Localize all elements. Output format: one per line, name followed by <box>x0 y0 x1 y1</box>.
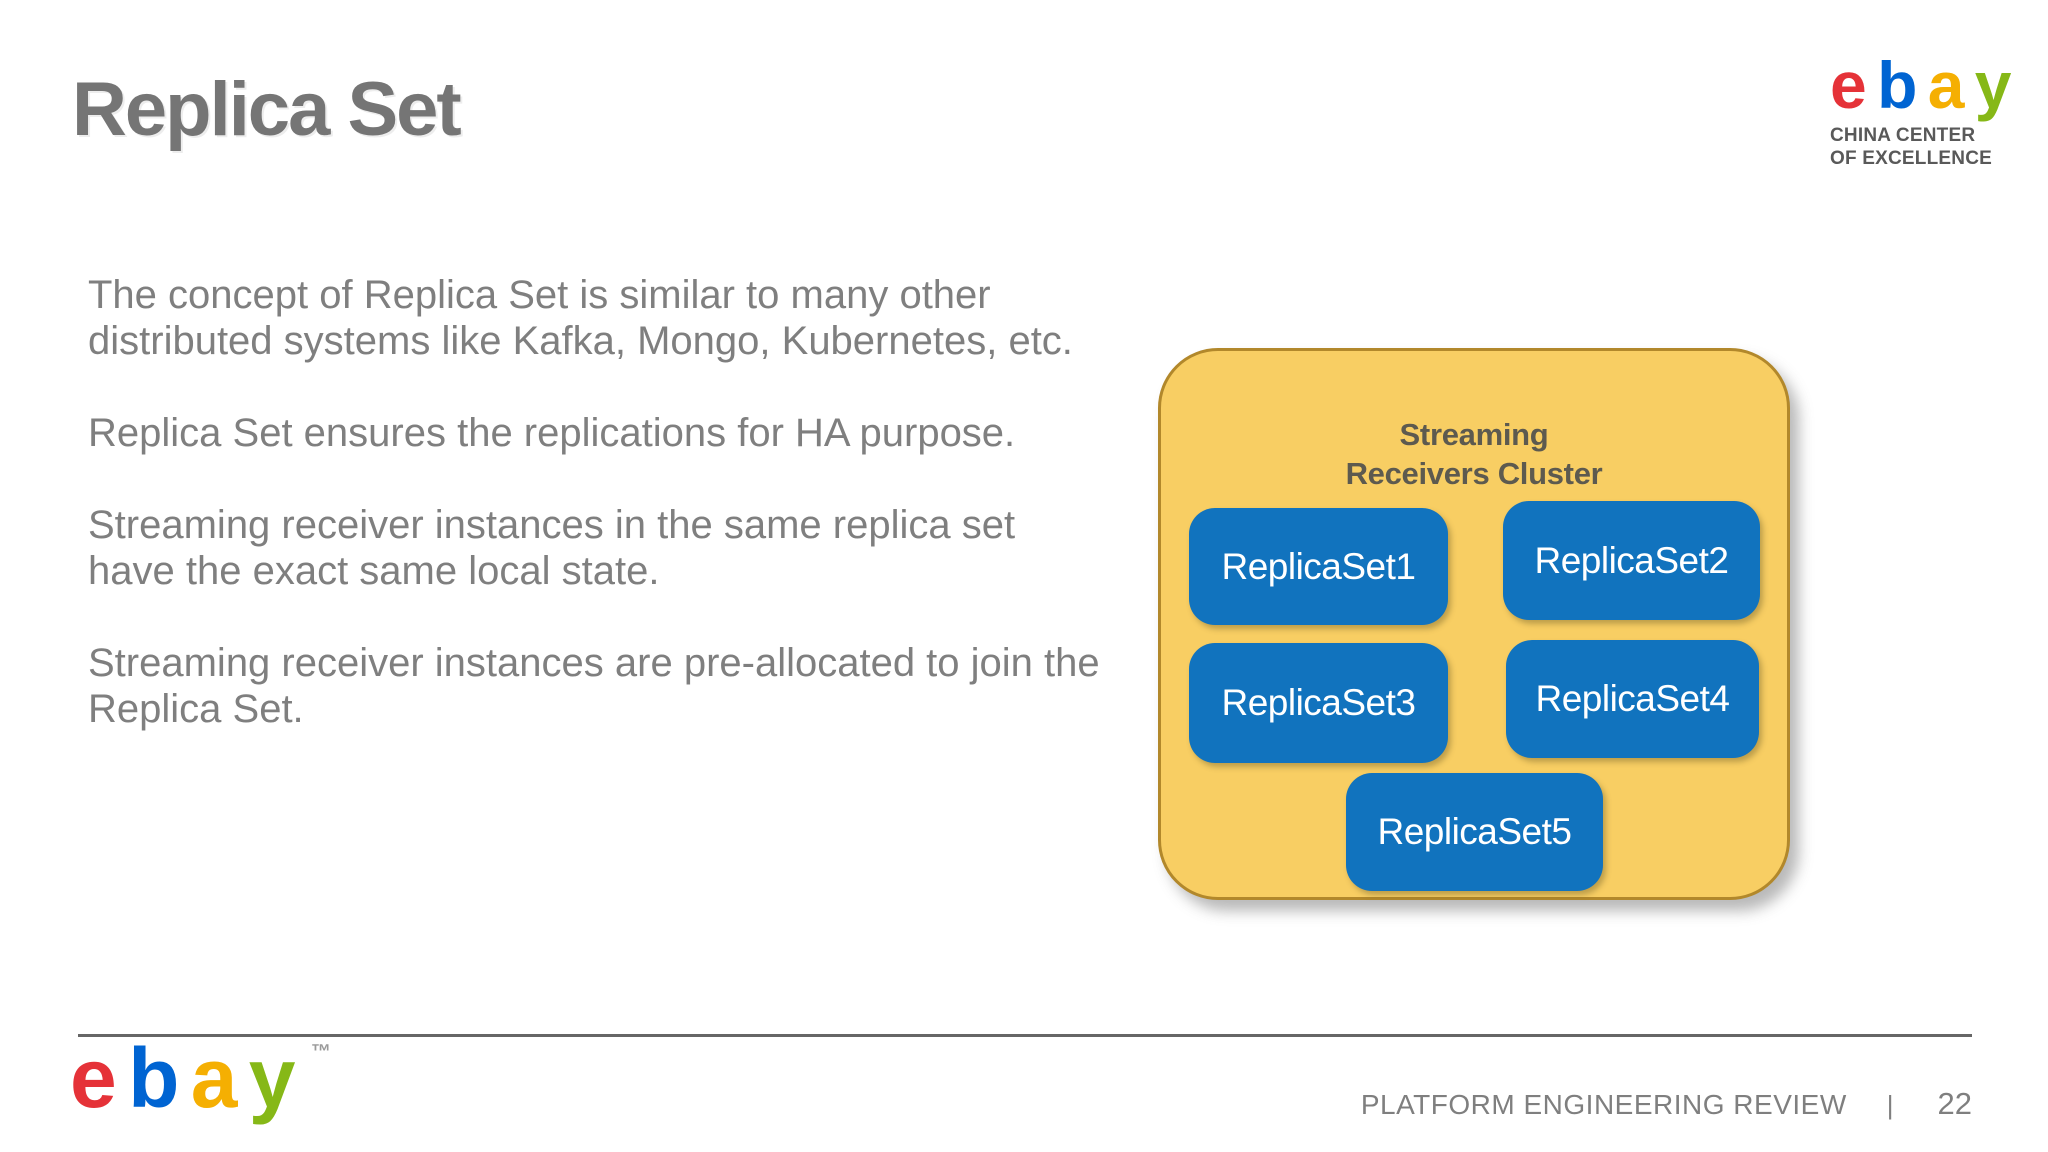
coe-tagline-line2: OF EXCELLENCE <box>1830 148 1993 169</box>
coe-tagline-line1: CHINA CENTER <box>1830 125 1976 146</box>
ebay-logo: e b a y <box>1830 52 2030 118</box>
cluster-title: Streaming Receivers Cluster <box>1161 415 1787 493</box>
ebay-footer-logo: e b a y ™ <box>70 1036 331 1120</box>
streaming-receivers-cluster: Streaming Receivers Cluster ReplicaSet1 … <box>1158 348 1790 900</box>
node-replicaset2: ReplicaSet2 <box>1503 501 1760 620</box>
page-number: 22 <box>1937 1086 1972 1121</box>
text-line: Streaming receiver instances are pre-all… <box>88 641 1100 685</box>
ebay-coe-logo: e b a y CHINA CENTER OF EXCELLENCE <box>1830 52 2030 170</box>
text-line: Streaming receiver instances in the same… <box>88 503 1016 547</box>
ebay-letter-y: y <box>1974 48 2012 122</box>
ebay-letter-a: a <box>190 1031 238 1125</box>
cluster-title-line2: Receivers Cluster <box>1345 456 1603 491</box>
cluster-title-line1: Streaming <box>1399 417 1549 452</box>
ebay-letter-y: y <box>248 1031 296 1125</box>
text-line: distributed systems like Kafka, Mongo, K… <box>88 319 1073 363</box>
footer-separator: | <box>1886 1090 1894 1120</box>
ebay-logo: e b a y ™ <box>70 1036 331 1120</box>
node-replicaset5: ReplicaSet5 <box>1346 773 1603 891</box>
node-replicaset4: ReplicaSet4 <box>1506 640 1759 758</box>
coe-tagline: CHINA CENTER OF EXCELLENCE <box>1830 124 2030 170</box>
ebay-letter-e: e <box>70 1031 117 1125</box>
page-title: Replica Set <box>72 67 462 152</box>
ebay-letter-b: b <box>128 1031 179 1125</box>
footer: PLATFORM ENGINEERING REVIEW | 22 <box>1361 1086 1972 1122</box>
text-line: Replica Set. <box>88 687 304 731</box>
node-replicaset1: ReplicaSet1 <box>1189 508 1448 625</box>
trademark-symbol: ™ <box>310 1041 331 1063</box>
ebay-letter-e: e <box>1830 48 1867 122</box>
ebay-letter-a: a <box>1927 48 1965 122</box>
node-replicaset3: ReplicaSet3 <box>1189 643 1448 763</box>
ebay-letter-b: b <box>1877 48 1917 122</box>
text-line: Replica Set ensures the replications for… <box>88 411 1016 455</box>
footer-divider <box>78 1034 1972 1037</box>
text-line: have the exact same local state. <box>88 549 660 593</box>
body-text: The concept of Replica Set is similar to… <box>88 272 1148 778</box>
text-line: The concept of Replica Set is similar to… <box>88 273 991 317</box>
paragraph: Streaming receiver instances in the same… <box>88 502 1148 594</box>
paragraph: Streaming receiver instances are pre-all… <box>88 640 1148 732</box>
paragraph: Replica Set ensures the replications for… <box>88 410 1148 456</box>
paragraph: The concept of Replica Set is similar to… <box>88 272 1148 364</box>
footer-review-label: PLATFORM ENGINEERING REVIEW <box>1360 1089 1847 1120</box>
